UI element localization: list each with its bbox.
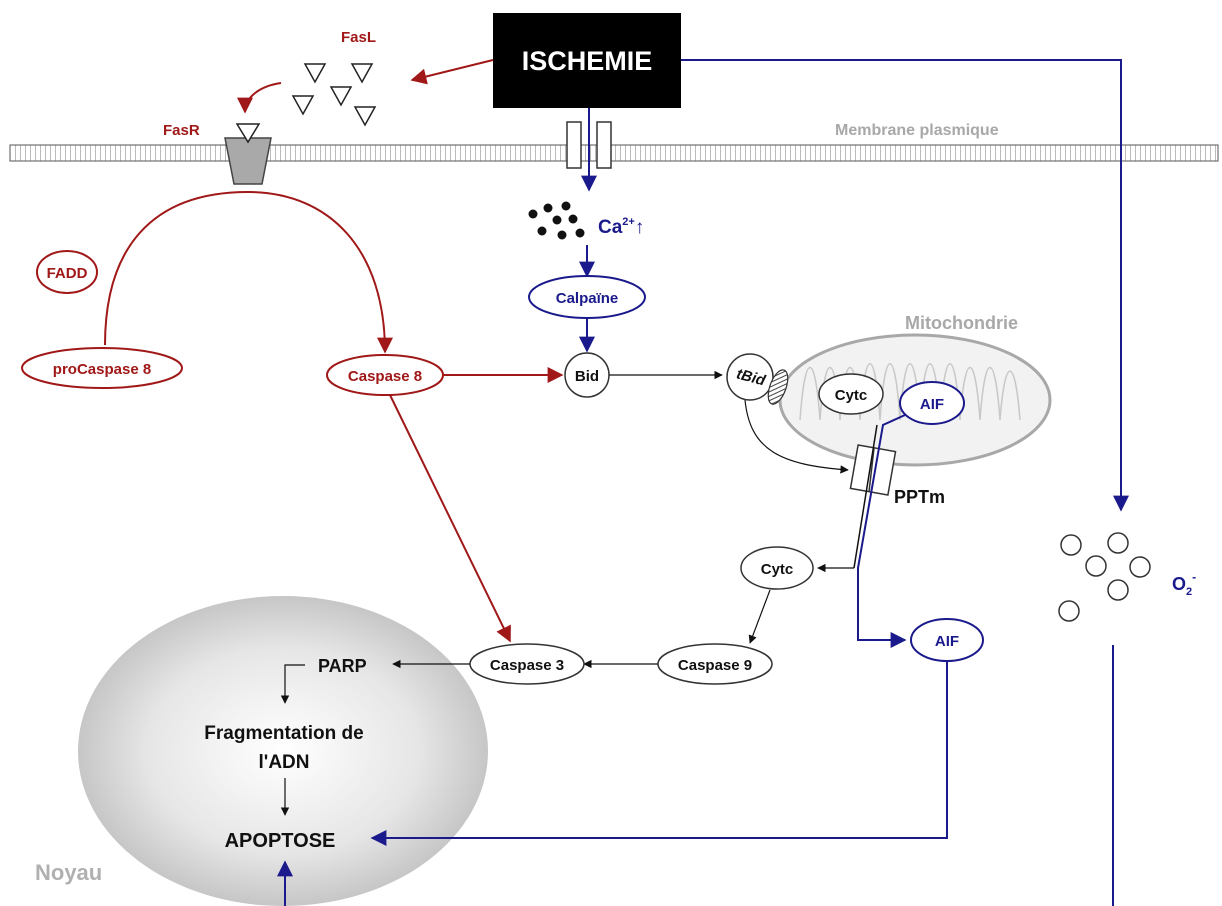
arrow-aif-apoptose [370,661,948,846]
superoxide-label: O2- [1172,570,1196,598]
calcium-ion [543,203,553,213]
pptm-pore-divider [868,447,875,493]
bid-label: Bid [575,368,599,385]
ischemie-label: ISCHEMIE [522,46,653,76]
arrow-fasl-fasr [237,82,282,114]
cytc-mito-node [818,373,884,415]
arrow-ischemie-superoxide [681,59,1129,512]
calcium-ion [528,209,538,219]
aif-release-line [857,414,907,648]
fasl-triangle [353,106,377,127]
arrow-ischemie-fasl [410,59,494,85]
apoptose-label: APOPTOSE [225,830,336,852]
calcium-ion [552,215,562,225]
cytc-node [740,546,814,590]
calcium-channel-right [596,121,612,169]
caspase3-label: Caspase 3 [490,657,564,674]
superoxide-radical [1085,555,1107,577]
arrow-cytc-caspase9 [748,589,771,644]
aif-mito-node [899,381,965,425]
calcium-symbol: Ca [598,217,623,238]
calcium-label: Ca2+↑ [598,216,644,238]
fragmentation-line2: l'ADN [259,752,310,773]
calcium-ion [568,214,578,224]
pptm-label: PPTm [894,487,945,507]
calcium-ion [557,230,567,240]
procaspase8-label: proCaspase 8 [53,361,151,378]
caspase8-label: Caspase 8 [348,368,422,385]
plasma-membrane [9,144,1219,162]
superoxide-radical [1107,532,1129,554]
fasl-triangle [291,95,315,116]
calcium-charge: 2+ [622,216,635,228]
fasl-triangle [303,63,327,84]
superoxide-radical [1129,556,1151,578]
cytc-mito-label: Cytc [835,387,868,404]
aif-label: AIF [935,633,959,650]
superoxide-radical [1058,600,1080,622]
cytc-release-line [853,424,878,569]
membrane-label: Membrane plasmique [835,122,999,139]
caspase9-label: Caspase 9 [678,657,752,674]
nucleus [78,596,488,906]
arrow-caspase8-caspase3 [389,394,511,643]
fasl-ligands [291,63,377,127]
fasr-receptor [224,137,272,185]
calcium-ion [575,228,585,238]
tbid-node [726,353,774,401]
cytc-label: Cytc [761,561,794,578]
superoxide-symbol: O [1172,574,1186,594]
superoxide-radical [1060,534,1082,556]
calcium-channel-left [566,121,582,169]
fadd-node [36,250,98,294]
calcium-ion [537,226,547,236]
arrow-fasr-caspase8 [104,190,393,354]
superoxide-charge: - [1192,570,1196,584]
superoxide-radical [1107,579,1129,601]
calcium-ions [528,201,585,240]
calcium-increase-arrow: ↑ [635,217,645,238]
fasr-bound-ligand [235,123,261,144]
fasr-label: FasR [163,122,200,139]
noyau-label: Noyau [35,860,102,885]
arrow-tbid-pptm [744,399,849,474]
ischemie-box [493,13,681,108]
mitochondrie-label: Mitochondrie [905,313,1018,333]
fasl-triangle [350,63,374,84]
superoxide-subscript: 2 [1186,586,1192,598]
parp-label: PARP [318,656,367,676]
fasl-label: FasL [341,29,376,46]
procaspase8-node [21,347,183,389]
calcium-ion [561,201,571,211]
fragmentation-line1: Fragmentation de [204,723,363,744]
fasl-triangle [329,86,353,107]
aif-mito-label: AIF [920,396,944,413]
calpaine-label: Calpaïne [556,290,619,307]
tbid-anchor [767,369,789,405]
superoxide-radicals [1058,532,1151,622]
fadd-label: FADD [47,265,88,282]
arrow-parp-fragmentation [280,664,305,704]
